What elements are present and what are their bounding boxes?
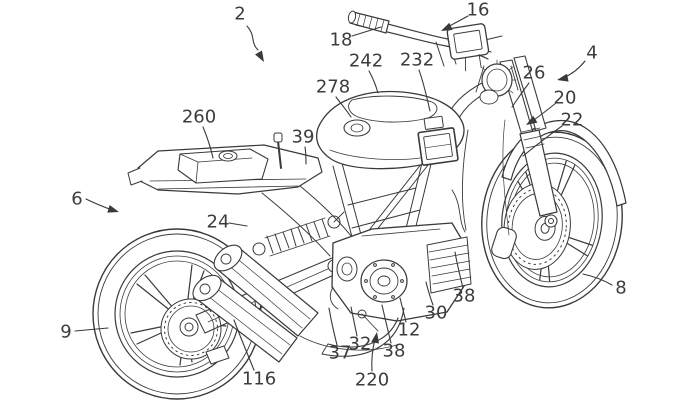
tail-bracket	[127, 167, 143, 186]
leader-line	[522, 125, 563, 157]
headlight	[475, 59, 519, 105]
leader-line	[246, 25, 259, 51]
reference-numeral: 24	[207, 212, 230, 233]
leader-line	[582, 273, 613, 286]
reference-numeral: 38	[453, 286, 476, 307]
reference-numeral: 26	[523, 63, 546, 84]
callout-242-3: 242	[349, 51, 383, 94]
leader-arrowhead	[526, 115, 538, 125]
front-brake-caliper	[491, 226, 517, 260]
reference-numeral: 9	[60, 322, 71, 343]
leader-line	[454, 251, 464, 289]
leader-arrowhead	[557, 73, 569, 82]
reference-numeral: 16	[467, 0, 490, 21]
reference-numeral: 32	[349, 334, 372, 355]
reference-numeral: 18	[330, 30, 353, 51]
rear-shock	[252, 211, 345, 257]
callout-24-13: 24	[207, 212, 248, 233]
leader-arrowhead	[371, 332, 380, 344]
reference-numeral: 8	[615, 278, 626, 299]
leader-line	[351, 26, 382, 37]
leader-line	[371, 338, 376, 372]
leader-arrowhead	[441, 22, 453, 31]
callout-260-10: 260	[182, 107, 216, 159]
seat-rod	[277, 140, 282, 169]
callout-232-4: 232	[400, 50, 434, 112]
reference-numeral: 37	[329, 343, 352, 364]
callout-20-8: 20	[526, 88, 577, 125]
tail-section	[127, 132, 357, 257]
leader-line	[74, 327, 109, 332]
callout-30-17: 30	[425, 281, 448, 324]
fuel-cap	[343, 119, 371, 137]
callout-6-12: 6	[71, 189, 119, 213]
callout-22-9: 22	[522, 110, 584, 157]
reference-numeral: 22	[561, 110, 584, 131]
callout-116-23: 116	[233, 319, 276, 390]
reference-numeral: 278	[316, 77, 350, 98]
ecu-box	[417, 115, 459, 166]
header-pipe	[327, 317, 399, 348]
rear-brake-caliper	[205, 345, 230, 365]
front-axle	[544, 214, 558, 228]
motorcycle-drawing	[92, 10, 627, 400]
leader-line	[381, 304, 392, 344]
callout-38-19: 38	[381, 304, 406, 362]
reference-numeral: 220	[355, 370, 389, 391]
leader-arrowhead	[255, 50, 264, 62]
reference-numeral: 116	[242, 369, 276, 390]
leader-line	[85, 198, 113, 211]
callout-278-5: 278	[316, 77, 352, 118]
leader-line	[228, 222, 248, 227]
callout-37-21: 37	[328, 307, 352, 364]
reference-numeral: 2	[234, 4, 245, 25]
callout-4-7: 4	[557, 43, 598, 82]
callout-18-2: 18	[330, 26, 382, 51]
callout-26-6: 26	[511, 63, 546, 108]
reference-numeral: 12	[398, 320, 421, 341]
reference-numeral: 20	[554, 88, 577, 109]
exhaust	[192, 244, 405, 363]
leader-line	[399, 297, 407, 323]
callout-12-18: 12	[398, 297, 421, 341]
reference-numeral: 39	[292, 127, 315, 148]
footpeg	[357, 309, 379, 332]
engine	[329, 222, 472, 322]
reference-numeral: 38	[383, 341, 406, 362]
leader-line	[335, 96, 352, 118]
leader-arrowhead	[107, 204, 119, 213]
tail-box	[177, 148, 269, 184]
leader-line	[233, 319, 255, 371]
callout-38-16: 38	[453, 251, 476, 307]
reference-numeral: 242	[349, 51, 383, 72]
instrument-display	[446, 23, 490, 72]
leader-line	[511, 82, 530, 108]
callout-220-22: 220	[355, 332, 389, 391]
reference-numeral: 260	[182, 107, 216, 128]
leader-line	[350, 306, 358, 337]
tail-box-cap	[218, 150, 238, 162]
callout-8-14: 8	[582, 273, 627, 299]
reference-numeral: 6	[71, 189, 82, 210]
leader-line	[328, 307, 338, 346]
callout-9-15: 9	[60, 322, 109, 343]
leader-line	[368, 70, 379, 94]
callout-2-0: 2	[234, 4, 264, 62]
reference-numeral: 30	[425, 303, 448, 324]
reference-numeral: 232	[400, 50, 434, 71]
reference-numeral: 4	[586, 43, 597, 64]
leader-line	[425, 281, 434, 306]
callout-39-11: 39	[292, 127, 315, 165]
callout-32-20: 32	[349, 306, 372, 355]
leader-line	[304, 146, 307, 165]
clutch-cover	[360, 259, 408, 303]
leader-line	[202, 126, 214, 159]
callout-16-1: 16	[441, 0, 490, 31]
leader-line	[418, 69, 431, 112]
